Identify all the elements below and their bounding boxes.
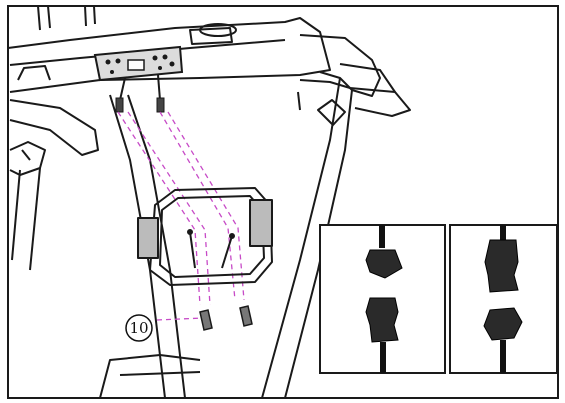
alignment-guides — [117, 111, 245, 321]
bolt-icon — [199, 305, 253, 331]
plug-connector-icon — [365, 297, 399, 343]
part-number-label: 10 — [129, 319, 148, 337]
handlebar-icon — [137, 187, 273, 286]
treadmill-frame — [7, 5, 411, 399]
plug-connector-icon — [483, 307, 523, 341]
plug-connector-icon — [484, 239, 519, 293]
diagram-frame — [7, 5, 559, 399]
console-panel-icon — [93, 45, 184, 113]
connector-inset-left — [319, 224, 446, 374]
part-callout: 10 — [125, 314, 153, 342]
connector-inset-right — [449, 224, 558, 374]
plug-connector-icon — [365, 249, 403, 279]
